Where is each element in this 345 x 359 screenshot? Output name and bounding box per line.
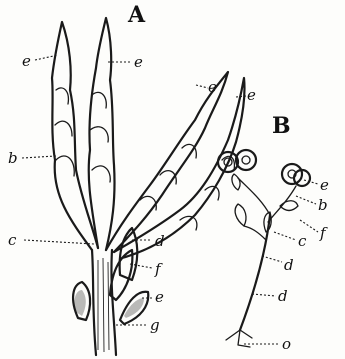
label-b-e: e bbox=[320, 176, 329, 194]
label-a1: e bbox=[22, 52, 31, 70]
leader-a3 bbox=[196, 85, 208, 88]
label-a4: e bbox=[247, 86, 256, 104]
leader-b-c bbox=[274, 232, 296, 240]
label-b-d1: d bbox=[284, 256, 294, 274]
pod-3-seeds bbox=[140, 144, 196, 210]
figure-a-stem-hatch bbox=[98, 258, 109, 352]
label-f: f bbox=[154, 260, 163, 278]
label-b-c: c bbox=[298, 232, 307, 250]
pod-1 bbox=[52, 22, 98, 250]
leader-b-b bbox=[296, 196, 316, 204]
leader-b-d2 bbox=[252, 294, 276, 296]
label-b-d2: d bbox=[278, 287, 288, 305]
label-g: g bbox=[150, 316, 160, 334]
flower-2 bbox=[236, 150, 256, 170]
figure-label-a: A bbox=[127, 2, 146, 28]
label-b-b: b bbox=[318, 196, 328, 214]
label-b-f: f bbox=[319, 224, 328, 242]
leader-b-d1 bbox=[262, 256, 282, 262]
label-a2: e bbox=[134, 53, 143, 71]
flower-2-center bbox=[242, 156, 250, 164]
pod-3 bbox=[106, 72, 228, 252]
leaf-b-low bbox=[235, 204, 246, 226]
label-b: b bbox=[8, 149, 18, 167]
pod-2 bbox=[89, 18, 115, 250]
branch-left bbox=[238, 178, 270, 215]
figure-label-b: B bbox=[272, 113, 291, 139]
branch-low bbox=[244, 226, 266, 240]
leader-b-f bbox=[300, 220, 318, 232]
leader-b bbox=[22, 156, 56, 158]
pod-2-seeds bbox=[90, 92, 110, 182]
leader-b-e bbox=[304, 180, 318, 184]
label-c: c bbox=[8, 231, 17, 249]
label-b-o: o bbox=[282, 335, 291, 353]
leader-f bbox=[130, 264, 152, 268]
flower-3 bbox=[282, 164, 302, 184]
leaf-e-shade bbox=[124, 298, 144, 318]
label-a3: e bbox=[208, 78, 217, 96]
leaf-b-mid bbox=[232, 174, 240, 190]
label-d: d bbox=[155, 232, 165, 250]
leader-c bbox=[24, 240, 94, 244]
figure-a: A e e e e b c d f e g bbox=[8, 2, 256, 355]
label-e-low: e bbox=[155, 288, 164, 306]
